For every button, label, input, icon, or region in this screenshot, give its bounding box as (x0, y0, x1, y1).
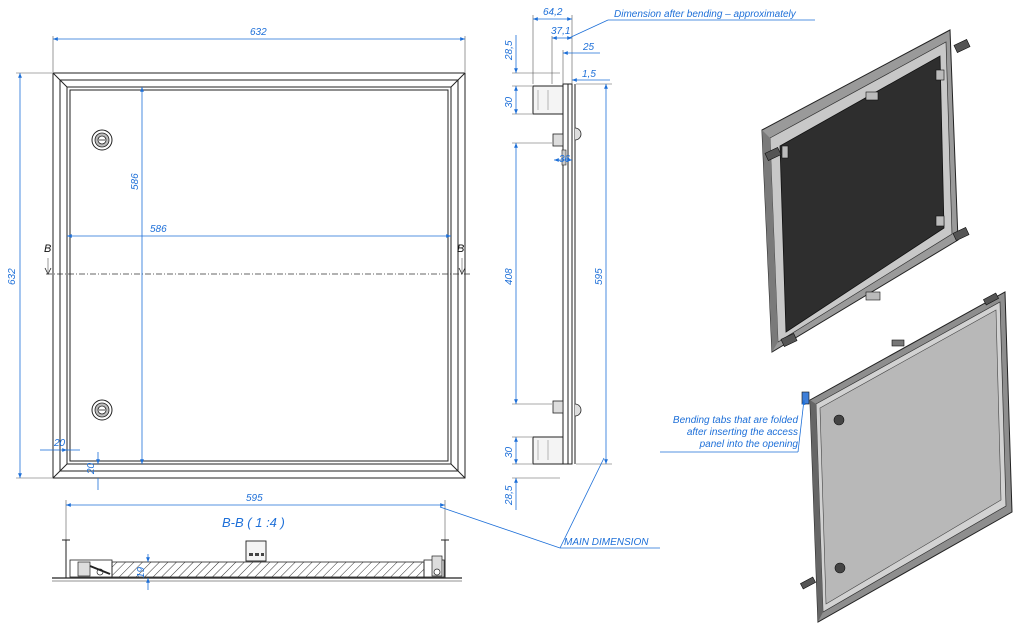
dim-30-bottom: 30 (504, 446, 515, 458)
dim-595-side: 595 (594, 268, 605, 285)
iso-frame (761, 29, 971, 353)
section-title: B-B ( 1 :4 ) (222, 515, 285, 530)
dim-inner-height: 586 (130, 173, 141, 190)
dim-border-bottom: 20 (86, 462, 97, 475)
dim-1-5: 1,5 (582, 69, 596, 80)
dim-section-width: 595 (246, 493, 263, 504)
note-tabs-line1: Bending tabs that are folded (673, 415, 799, 426)
note-tabs-line2: after inserting the access (687, 427, 798, 438)
section-mark-left: B (44, 243, 51, 255)
dim-28-5-top: 28,5 (504, 40, 515, 61)
dim-30-top: 30 (504, 96, 515, 108)
lock-top-icon (91, 129, 113, 151)
note-bending: Dimension after bending – approximately (614, 9, 797, 20)
dim-front-height: 632 (7, 268, 18, 285)
dim-inner-width: 586 (150, 224, 167, 235)
door-panel (66, 86, 452, 465)
note-tabs-line3: panel into the opening (699, 439, 799, 450)
dim-36: 36 (559, 154, 571, 165)
bending-tab-highlight (801, 391, 810, 405)
section-hinge-icon (431, 555, 443, 577)
dim-408: 408 (504, 268, 515, 285)
section-view: 595 B-B ( 1 :4 ) 19 (52, 457, 660, 590)
dim-28-5-bottom: 28,5 (504, 485, 515, 506)
door-panel-inner (69, 89, 449, 462)
section-mark-right: B (457, 243, 464, 255)
section-center-bracket (245, 540, 267, 562)
note-main-dimension: MAIN DIMENSION (564, 537, 649, 548)
dim-25: 25 (582, 42, 595, 53)
iso-lock-bottom-icon (834, 562, 846, 574)
dim-depth: 19 (136, 566, 147, 578)
front-view: B B 632 632 586 586 20 20 (7, 27, 470, 490)
section-lock-icon (77, 561, 111, 577)
note-bending-tabs: Bending tabs that are folded after inser… (660, 399, 806, 453)
section-hatch (111, 561, 425, 578)
lock-bottom-icon (91, 399, 113, 421)
iso-door (800, 291, 1013, 623)
dim-border-left: 20 (53, 438, 66, 449)
dim-37-1: 37,1 (551, 26, 570, 37)
outer-frame (52, 72, 466, 479)
dim-front-width: 632 (250, 27, 267, 38)
dim-64-2: 64,2 (543, 7, 563, 18)
iso-lock-top-icon (833, 414, 845, 426)
side-view: 64,2 37,1 25 1,5 Dimension after bending… (504, 7, 815, 510)
inner-frame-step (59, 79, 459, 472)
